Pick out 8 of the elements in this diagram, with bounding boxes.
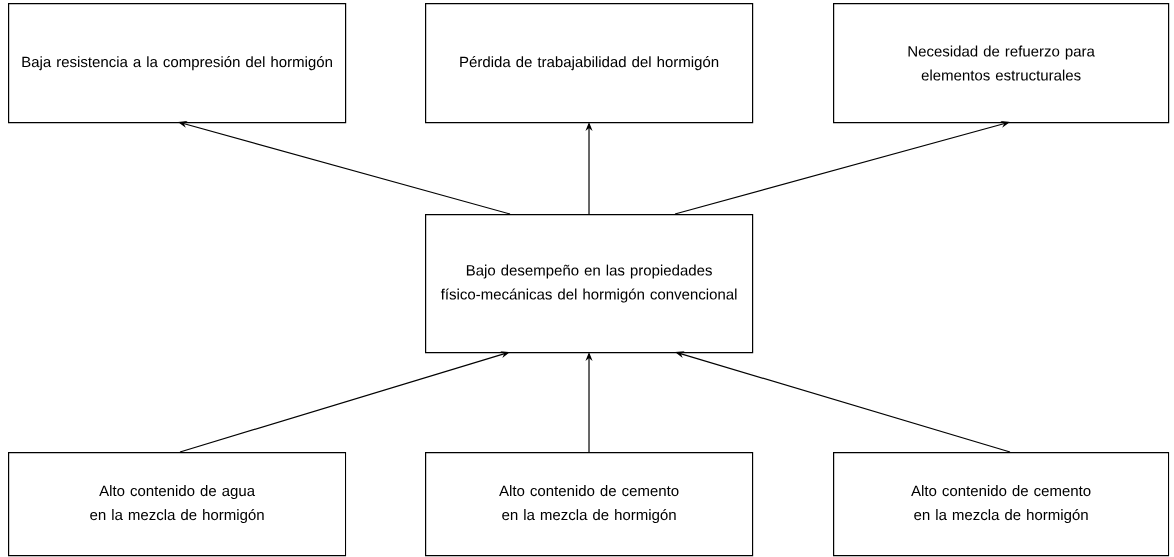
process-box: Alto contenido de agua en la mezcla de hormigón — [8, 452, 347, 557]
process-box: Alto contenido de cemento en la mezcla de hormigón — [425, 452, 754, 557]
process-box: Alto contenido de cemento en la mezcla de hormigón — [833, 452, 1170, 557]
process-box: Necesidad de refuerzo para elementos estructurales — [833, 3, 1170, 124]
process-box: Bajo desempeño en las propiedades físico-mecánicas del hormigón convencional — [425, 214, 754, 354]
process-box: Pérdida de trabajabilidad del hormigón — [425, 3, 754, 124]
arrow — [179, 351, 510, 453]
process-box: Baja resistencia a la compresión del hormigón — [8, 3, 347, 124]
